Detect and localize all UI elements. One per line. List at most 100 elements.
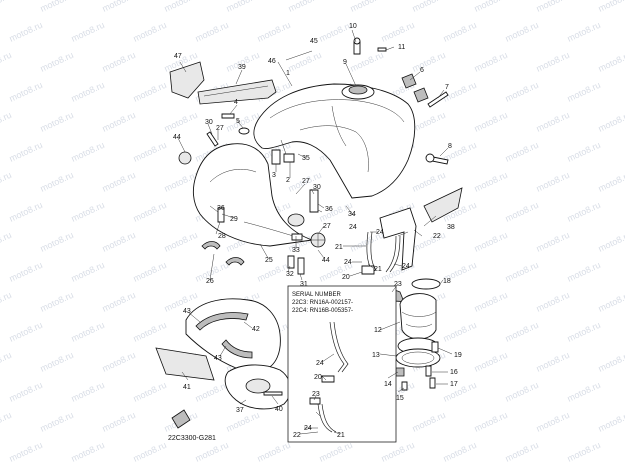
watermark-text: moto8.ru (225, 0, 261, 14)
serial-line-2: 22C4: RN16B-005357- (292, 308, 353, 314)
watermark-text: moto8.ru (442, 320, 478, 344)
watermark-text: moto8.ru (39, 50, 75, 74)
callout-27: 27 (216, 125, 224, 132)
callout-15: 15 (396, 395, 404, 402)
callout-36: 36 (217, 205, 225, 212)
callout-33: 33 (292, 247, 300, 254)
callout-24-e: 24 (316, 360, 324, 367)
watermark-text: moto8.ru (597, 290, 625, 314)
watermark-text: moto8.ru (597, 50, 625, 74)
inset-hose-21 (317, 403, 333, 433)
part-22-bracket (379, 207, 417, 271)
callout-21-b: 21 (374, 266, 382, 273)
watermark-text: moto8.ru (504, 80, 540, 104)
part-31-bolt (297, 257, 305, 275)
watermark-text: moto8.ru (256, 20, 292, 44)
part-39-pad (197, 79, 277, 105)
callout-41: 41 (183, 384, 191, 391)
part-47-pad (169, 61, 205, 99)
part-43b-trim (221, 339, 253, 359)
callout-26: 26 (206, 278, 214, 285)
callout-2: 2 (286, 177, 290, 184)
part-11-screw (377, 47, 387, 52)
watermark-text: moto8.ru (256, 440, 292, 464)
callout-17: 17 (450, 381, 458, 388)
callout-47: 47 (174, 53, 182, 60)
callout-31: 31 (300, 281, 308, 288)
callout-37: 37 (236, 407, 244, 414)
part-38-pad (423, 187, 463, 223)
callout-3: 3 (272, 172, 276, 179)
callout-16: 16 (450, 369, 458, 376)
callout-14: 14 (384, 381, 392, 388)
watermark-text: moto8.ru (597, 410, 625, 434)
watermark-text: moto8.ru (597, 350, 625, 374)
watermark-text: moto8.ru (442, 20, 478, 44)
callout-27-c: 27 (323, 223, 331, 230)
callout-21-inset: 21 (337, 432, 345, 439)
watermark-text: moto8.ru (473, 290, 509, 314)
inset-clip-23 (309, 397, 321, 405)
watermark-text: moto8.ru (566, 80, 602, 104)
watermark-text: moto8.ru (535, 0, 571, 14)
part-18-o-ring (411, 278, 441, 290)
watermark-text: moto8.ru (39, 290, 75, 314)
watermark-text: moto8.ru (411, 110, 447, 134)
callout-27-b: 27 (302, 178, 310, 185)
part-2-grommet (283, 153, 295, 163)
callout-19: 19 (454, 352, 462, 359)
callout-9: 9 (343, 59, 347, 66)
callout-45: 45 (310, 38, 318, 45)
callout-13: 13 (372, 352, 380, 359)
watermark-text: moto8.ru (535, 350, 571, 374)
watermark-text: moto8.ru (0, 230, 13, 254)
serial-inset-box (287, 285, 397, 443)
part-16-bolt (425, 365, 432, 377)
watermark-text: moto8.ru (101, 350, 137, 374)
watermark-text: moto8.ru (70, 20, 106, 44)
callout-44-b: 44 (322, 257, 330, 264)
watermark-text: moto8.ru (473, 350, 509, 374)
inset-hose-24 (329, 321, 345, 373)
watermark-text: moto8.ru (380, 20, 416, 44)
watermark-text: moto8.ru (70, 80, 106, 104)
watermark-text: moto8.ru (473, 230, 509, 254)
watermark-text: moto8.ru (8, 320, 44, 344)
watermark-text: moto8.ru (0, 350, 13, 374)
part-1-fuel-tank (253, 83, 416, 199)
part-6-dampers (401, 73, 429, 103)
callout-11: 11 (398, 44, 405, 51)
watermark-text: moto8.ru (8, 80, 44, 104)
callout-32: 32 (286, 271, 294, 278)
callout-24-b: 24 (376, 229, 384, 236)
watermark-text: moto8.ru (8, 380, 44, 404)
watermark-text: moto8.ru (535, 50, 571, 74)
watermark-text: moto8.ru (0, 50, 13, 74)
watermark-text: moto8.ru (101, 410, 137, 434)
callout-6: 6 (420, 67, 424, 74)
callout-23-inset: 23 (312, 391, 320, 398)
watermark-text: moto8.ru (566, 320, 602, 344)
part-17-bolt (429, 377, 436, 389)
watermark-text: moto8.ru (132, 260, 168, 284)
watermark-text: moto8.ru (380, 440, 416, 464)
watermark-text: moto8.ru (0, 170, 13, 194)
watermark-text: moto8.ru (132, 140, 168, 164)
callout-30-b: 30 (313, 184, 321, 191)
watermark-text: moto8.ru (70, 260, 106, 284)
watermark-text: moto8.ru (504, 440, 540, 464)
callout-18: 18 (443, 278, 451, 285)
watermark-text: moto8.ru (70, 380, 106, 404)
watermark-text: moto8.ru (566, 440, 602, 464)
watermark-text: moto8.ru (163, 230, 199, 254)
callout-39: 39 (238, 64, 246, 71)
watermark-text: moto8.ru (101, 0, 137, 14)
callout-25: 25 (265, 257, 273, 264)
callout-10: 10 (349, 23, 357, 30)
part-4-bolt (221, 113, 235, 119)
watermark-text: moto8.ru (566, 260, 602, 284)
watermark-text: moto8.ru (39, 170, 75, 194)
watermark-text: moto8.ru (473, 170, 509, 194)
watermark-text: moto8.ru (0, 0, 13, 14)
